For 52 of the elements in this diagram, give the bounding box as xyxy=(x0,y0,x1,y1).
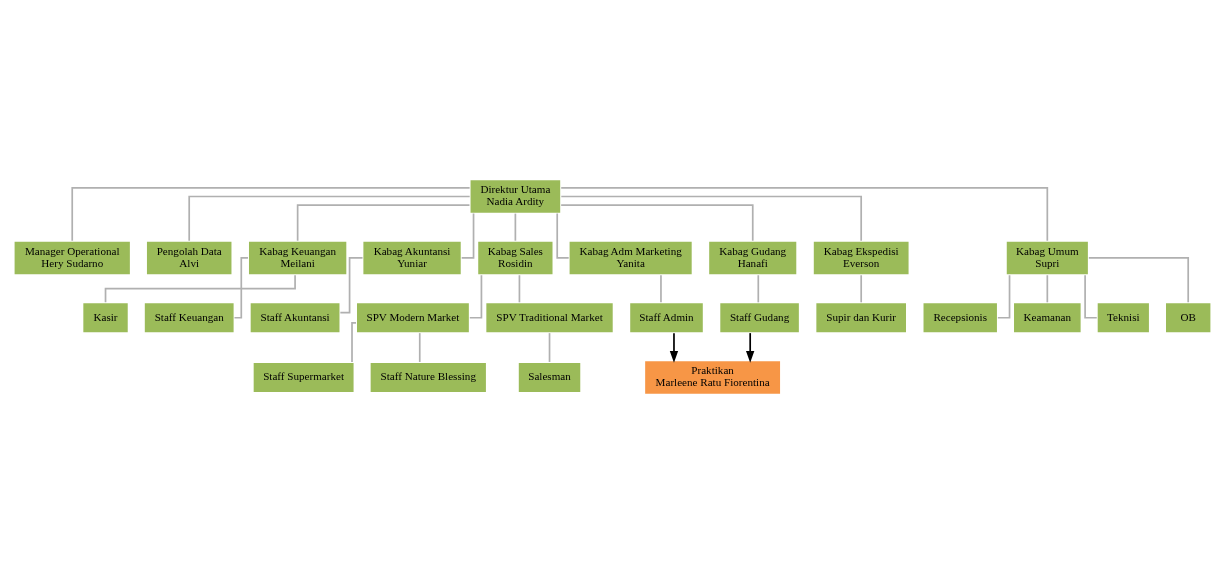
connector xyxy=(997,274,1011,319)
node-box: Pengolah Data Alvi xyxy=(145,240,234,276)
arrow xyxy=(746,332,755,363)
connector xyxy=(757,274,760,304)
connector xyxy=(233,257,249,319)
node-box: SPV Modern Market xyxy=(355,301,471,334)
node-box: Kabag Ekspedisi Everson xyxy=(812,240,911,276)
node-box: Staff Akuntansi xyxy=(248,301,342,334)
node-box: Salesman xyxy=(517,361,582,394)
connector xyxy=(860,274,863,304)
node-box: Teknisi xyxy=(1096,301,1151,334)
node-box: Staff Admin xyxy=(628,301,705,334)
node-box: OB xyxy=(1164,301,1213,334)
connector xyxy=(351,322,357,363)
node-box: Kabag Sales Rosidin xyxy=(476,240,555,276)
connector xyxy=(1087,257,1190,304)
connector xyxy=(296,204,471,242)
connector xyxy=(660,274,662,304)
connector xyxy=(556,212,570,259)
connector xyxy=(71,187,471,242)
node-box: Praktikan Marleene Ratu Fiorentina xyxy=(643,359,782,396)
connector xyxy=(460,212,475,259)
connector xyxy=(188,195,471,242)
connector xyxy=(1046,274,1049,304)
connector xyxy=(418,332,421,363)
node-box: Staff Gudang xyxy=(718,301,801,334)
node-box: Keamanan xyxy=(1012,301,1083,334)
connector xyxy=(104,274,296,304)
node-box: Direktur Utama Nadia Ardity xyxy=(468,178,562,215)
node-box: Kasir xyxy=(81,301,130,334)
node-box: Kabag Adm Marketing Yanita xyxy=(567,240,694,276)
connector xyxy=(339,257,364,314)
node-box: Recepsionis xyxy=(921,301,999,334)
connector xyxy=(560,204,754,242)
node-box: Kabag Keuangan Meilani xyxy=(247,240,349,276)
connector xyxy=(560,195,863,242)
connector xyxy=(514,212,517,242)
node-box: Supir dan Kurir xyxy=(814,301,908,334)
node-box: Kabag Umum Supri xyxy=(1005,240,1090,276)
node-box: Staff Supermarket xyxy=(251,361,356,394)
connector xyxy=(1084,274,1098,319)
connector xyxy=(468,274,483,319)
connector xyxy=(518,274,521,304)
node-box: SPV Traditional Market xyxy=(484,301,615,334)
arrow xyxy=(669,332,679,363)
node-box: Kabag Akuntansi Yuniar xyxy=(361,240,463,276)
node-box: Staff Keuangan xyxy=(143,301,236,334)
connector xyxy=(548,332,551,363)
node-box: Manager Operational Hery Sudarno xyxy=(12,240,132,276)
node-box: Kabag Gudang Hanafi xyxy=(707,240,798,276)
connector xyxy=(560,187,1049,242)
node-box: Staff Nature Blessing xyxy=(368,361,488,394)
